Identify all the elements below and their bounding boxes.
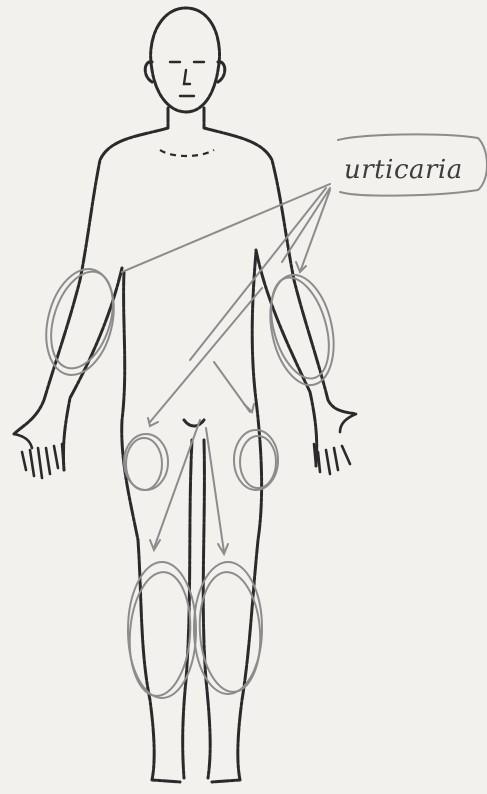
left-thigh-circle-2 bbox=[126, 438, 162, 490]
left-knee-circle bbox=[128, 562, 196, 698]
urticaria-annotation bbox=[36, 134, 487, 698]
urticaria-label: urticaria bbox=[344, 155, 463, 185]
right-body-contour bbox=[204, 128, 356, 414]
pointer-left-forearm bbox=[122, 184, 330, 272]
clavicle bbox=[160, 150, 214, 156]
right-leg-inner bbox=[203, 440, 210, 778]
pointer-right-knee bbox=[206, 428, 224, 552]
right-hand bbox=[314, 414, 356, 474]
nose bbox=[184, 70, 190, 84]
pointer-right-arm bbox=[282, 188, 330, 262]
right-thigh-circle-2 bbox=[240, 436, 276, 488]
crotch bbox=[184, 420, 204, 426]
face bbox=[170, 62, 204, 96]
left-knee-circle-2 bbox=[126, 570, 195, 698]
left-forearm-circle-2 bbox=[40, 264, 124, 376]
left-hand bbox=[14, 434, 64, 478]
right-leg-outer bbox=[212, 540, 258, 782]
chest-details bbox=[160, 150, 214, 156]
pointer-left-thigh bbox=[150, 288, 262, 422]
left-body-contour bbox=[14, 128, 168, 434]
left-leg-inner bbox=[183, 440, 192, 778]
left-torso-side bbox=[122, 272, 138, 540]
